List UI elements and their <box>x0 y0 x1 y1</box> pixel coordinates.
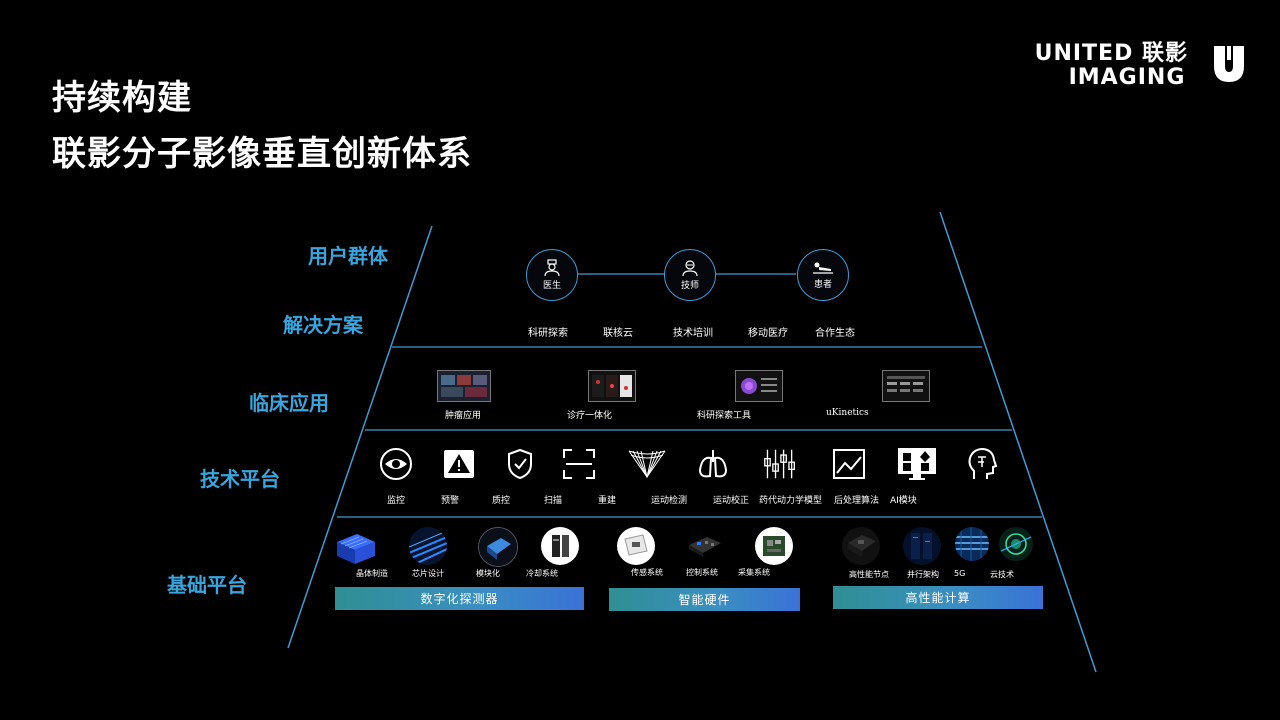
tech-label: AI模块 <box>890 496 917 506</box>
user-technician: 技师 <box>664 249 716 301</box>
solution-item: 科研探索 <box>528 328 568 339</box>
clinical-label: uKinetics <box>826 408 869 418</box>
solution-item: 移动医疗 <box>748 328 788 339</box>
layer-label-users: 用户群体 <box>308 244 388 268</box>
base-label: 晶体制造 <box>356 569 388 578</box>
layer-label-clinical: 临床应用 <box>249 391 329 415</box>
clinical-label: 肿瘤应用 <box>445 411 482 421</box>
base-label: 高性能节点 <box>849 570 889 579</box>
brand-line2: IMAGING <box>1068 65 1186 90</box>
patient-icon <box>813 262 833 274</box>
scan-frame-icon <box>562 447 596 481</box>
solution-item: 联核云 <box>603 328 633 339</box>
hpc-node-icon <box>842 527 880 565</box>
tech-label: 质控 <box>492 496 511 506</box>
sensor-icon <box>617 527 655 565</box>
tech-label: 药代动力学模型 <box>759 496 823 506</box>
base-label: 模块化 <box>476 569 500 578</box>
solution-item: 技术培训 <box>673 328 713 339</box>
ai-head-icon <box>965 447 999 481</box>
cooling-system-icon <box>541 527 579 565</box>
base-label: 传感系统 <box>631 568 663 577</box>
base-label: 控制系统 <box>686 568 718 577</box>
cloud-tech-icon <box>999 527 1033 561</box>
brand-line1: UNITED 联影 <box>1034 41 1188 66</box>
base-label: 云技术 <box>990 570 1014 579</box>
tech-label: 监控 <box>387 496 406 506</box>
base-label: 芯片设计 <box>412 569 444 578</box>
brand-wordmark: UNITED 联影 IMAGING <box>1035 42 1188 90</box>
technician-icon <box>682 260 698 277</box>
crystal-icon <box>335 530 377 566</box>
united-imaging-u-icon <box>1214 46 1244 82</box>
base-label: 并行架构 <box>907 570 939 579</box>
layer-label-tech: 技术平台 <box>200 467 280 491</box>
doctor-icon <box>544 259 560 277</box>
digital-detector-bar: 数字化探测器 <box>335 587 584 610</box>
ai-monitor-icon <box>897 447 937 481</box>
ukinetics-thumbnail <box>882 370 930 402</box>
reconstruction-icon <box>627 447 667 481</box>
page-title-line1: 持续构建 <box>52 78 192 118</box>
theranostics-thumbnail <box>588 370 636 402</box>
image-chart-icon <box>832 447 866 481</box>
user-doctor: 医生 <box>526 249 578 301</box>
tech-label: 预警 <box>441 496 460 506</box>
page-title-line2: 联影分子影像垂直创新体系 <box>52 134 472 174</box>
eye-icon <box>379 447 413 481</box>
module-icon <box>478 527 518 567</box>
base-label: 5G <box>954 569 966 578</box>
base-label: 采集系统 <box>738 568 770 577</box>
layer-label-solutions: 解决方案 <box>283 313 363 337</box>
smart-hardware-bar: 智能硬件 <box>609 588 800 611</box>
user-label: 患者 <box>813 280 832 290</box>
layer-label-base: 基础平台 <box>167 573 247 597</box>
tumor-app-thumbnail <box>437 370 491 402</box>
clinical-label: 诊疗一体化 <box>567 411 613 421</box>
warning-icon <box>442 447 476 481</box>
user-label: 医生 <box>542 281 561 291</box>
network-5g-icon <box>955 527 989 561</box>
solution-item: 合作生态 <box>815 328 855 339</box>
research-tools-thumbnail <box>735 370 783 402</box>
tech-label: 重建 <box>598 496 617 506</box>
sliders-icon <box>763 447 797 481</box>
tech-label: 运动检测 <box>651 496 688 506</box>
hpc-bar: 高性能计算 <box>833 586 1043 609</box>
tech-label: 运动校正 <box>713 496 750 506</box>
lungs-icon <box>696 447 730 481</box>
acquisition-board-icon <box>755 527 793 565</box>
control-board-icon <box>685 527 723 565</box>
tech-label: 扫描 <box>544 496 563 506</box>
user-patient: 患者 <box>797 249 849 301</box>
base-label: 冷却系统 <box>526 569 558 578</box>
user-label: 技师 <box>680 281 699 291</box>
chip-design-icon <box>409 527 447 565</box>
server-rack-icon <box>903 527 941 565</box>
shield-check-icon <box>503 447 537 481</box>
tech-label: 后处理算法 <box>834 496 880 506</box>
clinical-label: 科研探索工具 <box>697 411 752 421</box>
